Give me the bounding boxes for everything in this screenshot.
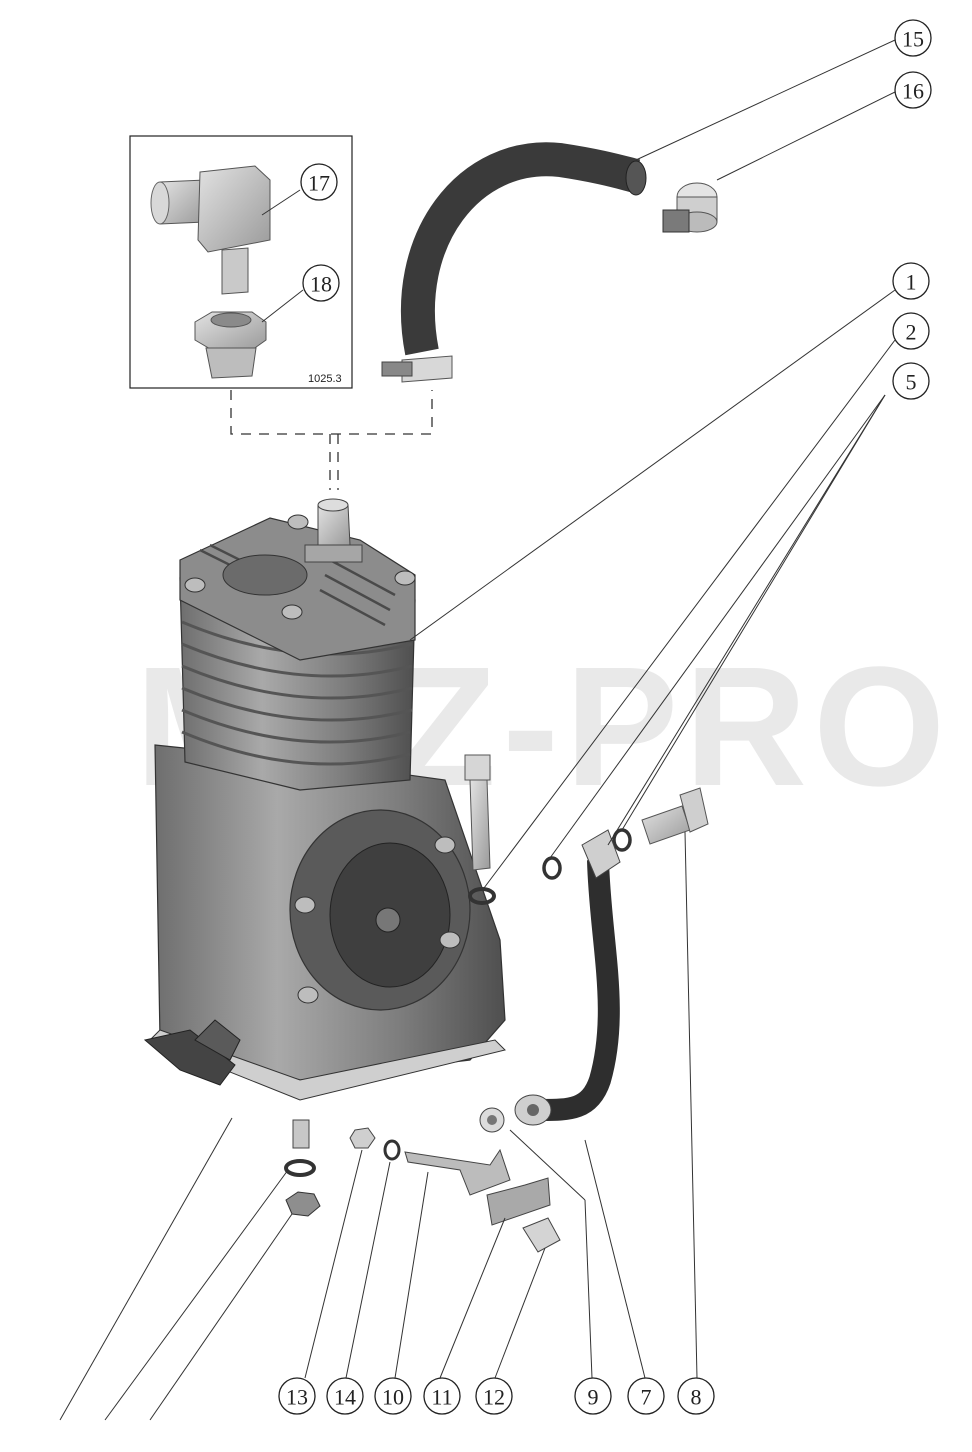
bolt-part-1 (464, 754, 491, 871)
leader-lines (59, 39, 896, 1421)
compressor-assembly (143, 498, 506, 1149)
nut-part-13 (349, 1127, 376, 1149)
washer-part-14 (383, 1139, 401, 1161)
callout-1: 1 (892, 262, 930, 300)
drain-nut (285, 1191, 321, 1217)
hose-end-icon (625, 160, 647, 196)
svg-text:15: 15 (902, 27, 924, 52)
svg-text:2: 2 (906, 320, 917, 345)
callout-13: 13 (278, 1377, 316, 1415)
svg-text:8: 8 (691, 1385, 702, 1410)
callout-14: 14 (326, 1377, 364, 1415)
callout-5: 5 (892, 362, 930, 400)
svg-text:13: 13 (286, 1385, 308, 1410)
callout-2: 2 (892, 312, 930, 350)
assembly-dashed-lines (230, 390, 433, 490)
svg-text:9: 9 (588, 1385, 599, 1410)
washer-part-5a (542, 856, 562, 880)
head-bolts (184, 514, 416, 620)
callout-9: 9 (574, 1377, 612, 1415)
svg-text:1: 1 (906, 270, 917, 295)
callout-15: 15 (894, 19, 932, 57)
callout-11: 11 (423, 1377, 461, 1415)
inset-code: 1025.3 (308, 373, 342, 385)
callout-10: 10 (374, 1377, 412, 1415)
bolt-part-12 (522, 1217, 561, 1253)
hose-lower-fitting (514, 1094, 552, 1126)
pressure-hose-part-7 (539, 859, 620, 1121)
union-part-9 (479, 1107, 505, 1133)
svg-text:12: 12 (483, 1385, 505, 1410)
callout-17: 17 (300, 163, 338, 201)
elbow-fitting-part-17 (150, 165, 271, 295)
drain-washer (284, 1159, 316, 1177)
washer-part-2 (468, 887, 496, 905)
washer-part-5b (612, 828, 632, 852)
callout-12: 12 (475, 1377, 513, 1415)
svg-text:17: 17 (308, 171, 330, 196)
hose-clamp-lower (381, 355, 453, 383)
cover-bolts (294, 836, 461, 1004)
svg-text:7: 7 (641, 1385, 652, 1410)
banjo-bolt-part-8 (641, 787, 709, 845)
callout-16: 16 (894, 71, 932, 109)
svg-text:14: 14 (334, 1385, 356, 1410)
callout-18: 18 (302, 264, 340, 302)
callout-8: 8 (677, 1377, 715, 1415)
svg-text:10: 10 (382, 1385, 404, 1410)
adapter-nut-part-18 (194, 311, 267, 379)
svg-text:16: 16 (902, 79, 924, 104)
bracket-part-10 (404, 1148, 511, 1196)
clip-part-11 (486, 1177, 551, 1226)
svg-text:18: 18 (310, 272, 332, 297)
clamp-part-16 (662, 182, 718, 233)
hose-upper-fitting (581, 829, 621, 879)
svg-text:11: 11 (431, 1385, 452, 1410)
hose-part-15 (400, 142, 641, 356)
inset-box: 1025.3 (129, 135, 353, 389)
callout-7: 7 (627, 1377, 665, 1415)
svg-text:5: 5 (906, 370, 917, 395)
